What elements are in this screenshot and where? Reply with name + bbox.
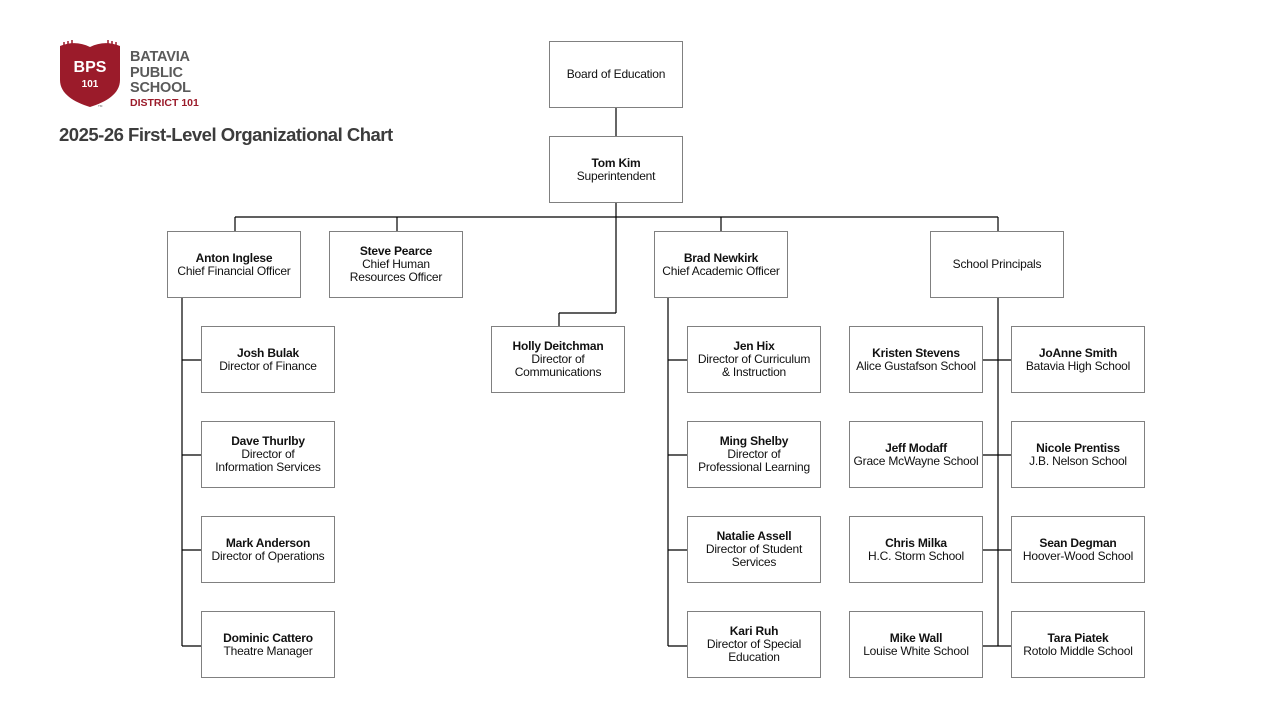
org-title: Grace McWayne School — [853, 453, 979, 468]
org-box-rotolo-middle: Tara Piatek Rotolo Middle School — [1011, 611, 1145, 678]
org-title: Board of Education — [566, 67, 666, 81]
org-name: Holly Deitchman — [512, 339, 604, 353]
org-title: Theatre Manager — [223, 643, 313, 658]
org-box-theatre: Dominic Cattero Theatre Manager — [201, 611, 335, 678]
org-title: Director of Special Education — [706, 637, 802, 664]
org-box-louise-white: Mike Wall Louise White School — [849, 611, 983, 678]
org-box-board: Board of Education — [549, 41, 683, 108]
org-box-jb-nelson: Nicole Prentiss J.B. Nelson School — [1011, 421, 1145, 488]
wordmark-line-1: BATAVIA — [130, 49, 190, 65]
org-box-hr: Steve Pearce Chief Human Resources Offic… — [329, 231, 463, 298]
district-logo: BPS 101 TM BATAVIA PUBLIC SCHOOL DISTRIC… — [58, 40, 208, 110]
wordmark-district: DISTRICT 101 — [130, 96, 199, 109]
org-box-principals: School Principals — [930, 231, 1064, 298]
org-name: Steve Pearce — [359, 244, 433, 258]
org-name: Mark Anderson — [225, 535, 311, 550]
org-box-special-education: Kari Ruh Director of Special Education — [687, 611, 821, 678]
org-title: Louise White School — [863, 643, 969, 658]
org-box-comms: Holly Deitchman Director of Communicatio… — [491, 326, 625, 393]
org-title: Director of Student Services — [705, 542, 803, 569]
chart-title: 2025-26 First-Level Organizational Chart — [59, 124, 393, 145]
org-title: Superintendent — [576, 168, 656, 183]
org-name: Tara Piatek — [1047, 630, 1109, 645]
org-name: JoAnne Smith — [1038, 345, 1118, 360]
svg-text:101: 101 — [82, 79, 99, 90]
org-box-finance: Josh Bulak Director of Finance — [201, 326, 335, 393]
org-box-student-services: Natalie Assell Director of Student Servi… — [687, 516, 821, 583]
org-box-info-services: Dave Thurlby Director of Information Ser… — [201, 421, 335, 488]
org-title: Director of Curriculum & Instruction — [697, 352, 811, 379]
svg-text:BPS: BPS — [74, 59, 107, 76]
org-box-operations: Mark Anderson Director of Operations — [201, 516, 335, 583]
org-title: J.B. Nelson School — [1029, 453, 1127, 468]
org-box-hoover-wood: Sean Degman Hoover-Wood School — [1011, 516, 1145, 583]
org-name: Anton Inglese — [195, 250, 273, 265]
org-name: Dave Thurlby — [231, 434, 305, 448]
district-wordmark: BATAVIA PUBLIC SCHOOL DISTRICT 101 — [130, 49, 199, 109]
org-box-grace-mcwayne: Jeff Modaff Grace McWayne School — [849, 421, 983, 488]
org-title: Director of Information Services — [215, 447, 321, 474]
org-name: Brad Newkirk — [683, 250, 759, 265]
org-box-curriculum: Jen Hix Director of Curriculum & Instruc… — [687, 326, 821, 393]
org-name: Sean Degman — [1039, 535, 1117, 550]
org-name: Jen Hix — [733, 339, 775, 353]
org-name: Chris Milka — [885, 535, 947, 550]
org-title: Director of Operations — [211, 548, 325, 563]
org-title: Rotolo Middle School — [1023, 643, 1133, 658]
org-name: Mike Wall — [889, 630, 943, 645]
org-title: Director of Finance — [219, 358, 317, 373]
org-title: School Principals — [952, 257, 1042, 271]
org-title: Director of Communications — [514, 352, 602, 379]
org-name: Kristen Stevens — [872, 345, 960, 360]
org-title: Hoover-Wood School — [1022, 548, 1134, 563]
org-box-cao: Brad Newkirk Chief Academic Officer — [654, 231, 788, 298]
svg-text:TM: TM — [98, 104, 103, 108]
org-name: Natalie Assell — [716, 529, 792, 543]
org-name: Ming Shelby — [719, 434, 789, 448]
org-name: Tom Kim — [591, 155, 641, 170]
org-title: Director of Professional Learning — [698, 447, 810, 474]
org-title: Alice Gustafson School — [856, 358, 976, 373]
org-name: Jeff Modaff — [885, 440, 947, 455]
org-box-professional-learning: Ming Shelby Director of Professional Lea… — [687, 421, 821, 488]
org-title: Chief Financial Officer — [177, 263, 291, 278]
org-name: Dominic Cattero — [223, 630, 313, 645]
org-box-alice-gustafson: Kristen Stevens Alice Gustafson School — [849, 326, 983, 393]
shield-icon: BPS 101 TM — [60, 40, 120, 108]
org-title: Batavia High School — [1025, 358, 1131, 373]
org-name: Nicole Prentiss — [1036, 440, 1120, 455]
wordmark-line-2: PUBLIC — [130, 64, 183, 81]
org-name: Josh Bulak — [236, 345, 300, 360]
org-title: Chief Academic Officer — [662, 263, 780, 278]
org-box-batavia-high: JoAnne Smith Batavia High School — [1011, 326, 1145, 393]
org-title: H.C. Storm School — [868, 548, 964, 563]
org-name: Kari Ruh — [729, 624, 779, 638]
org-title: Chief Human Resources Officer — [349, 257, 443, 284]
org-box-cfo: Anton Inglese Chief Financial Officer — [167, 231, 301, 298]
wordmark-line-3: SCHOOL — [130, 80, 191, 96]
org-box-superintendent: Tom Kim Superintendent — [549, 136, 683, 203]
org-box-hc-storm: Chris Milka H.C. Storm School — [849, 516, 983, 583]
